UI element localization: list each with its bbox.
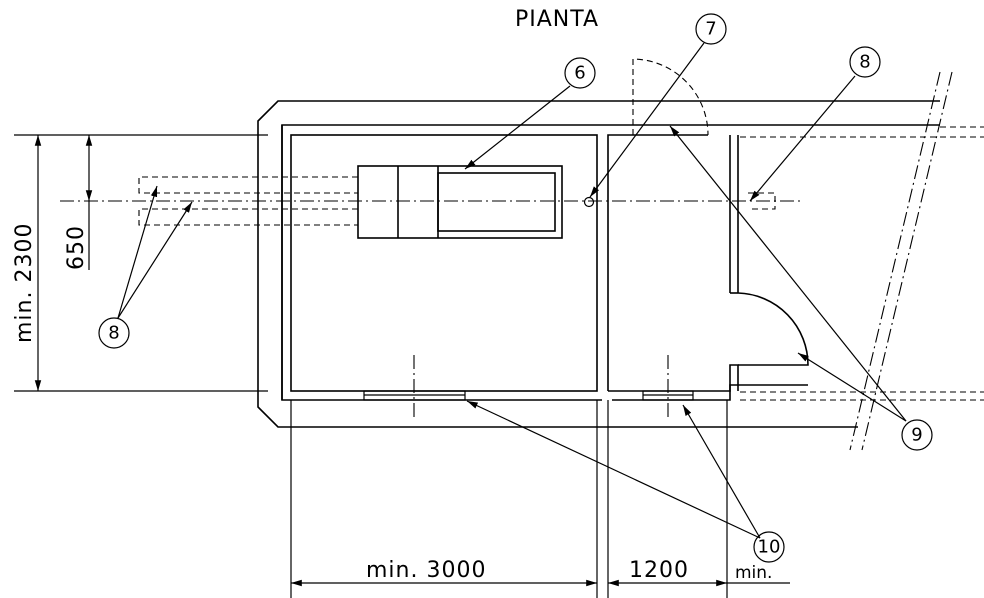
dim-width-partial: 650 [64,225,89,270]
svg-text:10: 10 [758,537,781,558]
callout-8-left: 8 [98,317,130,349]
callout-7: 7 [695,13,727,45]
dim-width-total: min. 2300 [12,223,37,343]
callout-9: 9 [901,419,933,451]
break-lines [849,71,953,451]
dim-length-min: min. [735,563,772,583]
svg-text:8: 8 [108,323,119,344]
windows [363,355,694,420]
leader-lines [117,42,907,539]
callout-8-right: 8 [849,46,881,78]
door-swing-top [632,58,709,136]
dimension-horizontal [290,400,790,598]
door-swing-side [730,292,809,366]
svg-text:9: 9 [911,425,922,446]
piping [60,176,800,226]
dim-length-vestibule: 1200 [629,558,689,583]
equipment-unit [357,165,563,239]
drawing-title: PIANTA [515,7,599,32]
svg-text:8: 8 [859,52,870,73]
dashed-extension [740,126,984,401]
svg-text:6: 6 [574,63,585,84]
svg-text:7: 7 [705,19,716,40]
drain-point [583,196,595,208]
callout-6: 6 [564,57,596,89]
dimension-vertical [14,134,268,392]
vestibule [607,134,739,392]
dim-length-room: min. 3000 [366,558,486,583]
callout-10: 10 [753,531,785,563]
